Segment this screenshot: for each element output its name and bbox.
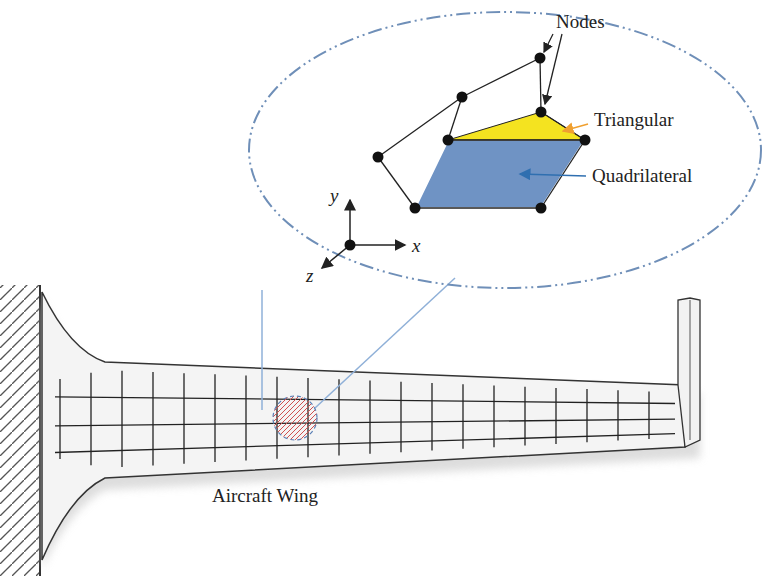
callout-label: Nodes	[556, 12, 605, 31]
callout-label: Triangular	[594, 110, 674, 129]
axis-label: x	[412, 236, 420, 255]
axis-label: y	[330, 186, 338, 205]
axis-label: z	[306, 266, 313, 285]
caption-label: Aircraft Wing	[212, 486, 318, 505]
callout-label: Quadrilateral	[592, 166, 692, 185]
